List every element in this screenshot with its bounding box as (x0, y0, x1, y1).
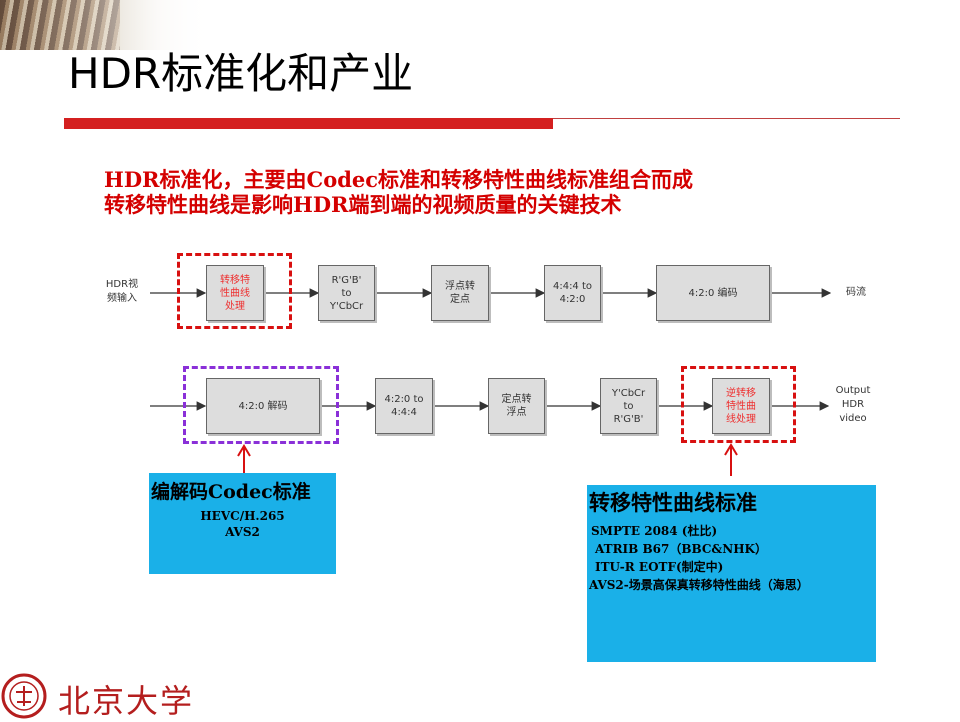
header-photo (0, 0, 210, 50)
transfer-highlight (177, 253, 292, 329)
university-seal-icon (1, 673, 47, 719)
callout-arrowhead (237, 444, 251, 457)
encode-stage: 4:2:0 编码 (656, 265, 770, 321)
bullet-text: HDR标准化，主要由Codec标准和转移特性曲线标准组合而成 (104, 167, 694, 192)
input-label: HDR视频输入 (105, 279, 139, 304)
codec-item: HEVC/H.265 (200, 509, 285, 523)
transfer-curve-stage: 转移特性曲线处理 (206, 265, 264, 321)
bullet-text: 转移特性曲线是影响HDR端到端的视频质量的关键技术 (104, 192, 622, 217)
fixed-to-float-stage: 定点转浮点 (488, 378, 545, 434)
output-label: 码流 (846, 287, 866, 298)
decode-stage: 4:2:0 解码 (206, 378, 320, 434)
codec-highlight (183, 366, 339, 444)
transfer-panel-heading: 转移特性曲线标准 (589, 490, 757, 515)
transfer-item: AVS2-场景高保真转移特性曲线（海思） (589, 578, 809, 592)
transfer-item: ITU-R EOTF(制定中) (595, 560, 724, 574)
inverse-transfer-highlight (681, 366, 796, 443)
float-to-fixed-stage: 浮点转定点 (431, 265, 489, 321)
slide-title: HDR标准化和产业 (68, 49, 414, 98)
bullet-2: 转移特性曲线是影响HDR端到端的视频质量的关键技术 (72, 189, 622, 219)
bullet-1: HDR标准化，主要由Codec标准和转移特性曲线标准组合而成 (72, 164, 693, 194)
university-logo-text: 北京大学 (58, 682, 195, 720)
callout-arrowhead (724, 443, 738, 456)
transfer-item: ATRIB B67（BBC&NHK） (595, 542, 767, 556)
transfer-item: SMPTE 2084 (杜比) (591, 524, 718, 538)
title-underline-line (553, 118, 900, 119)
codec-panel-heading: 编解码Codec标准 (151, 481, 311, 503)
transfer-standards-panel: 转移特性曲线标准 SMPTE 2084 (杜比) ATRIB B67（BBC&N… (587, 485, 876, 662)
inverse-transfer-stage: 逆转移特性曲线处理 (712, 378, 770, 434)
codec-item: AVS2 (225, 525, 260, 539)
codec-standards-panel: 编解码Codec标准 HEVC/H.265 AVS2 (149, 473, 336, 574)
title-underline-bar (64, 118, 553, 129)
